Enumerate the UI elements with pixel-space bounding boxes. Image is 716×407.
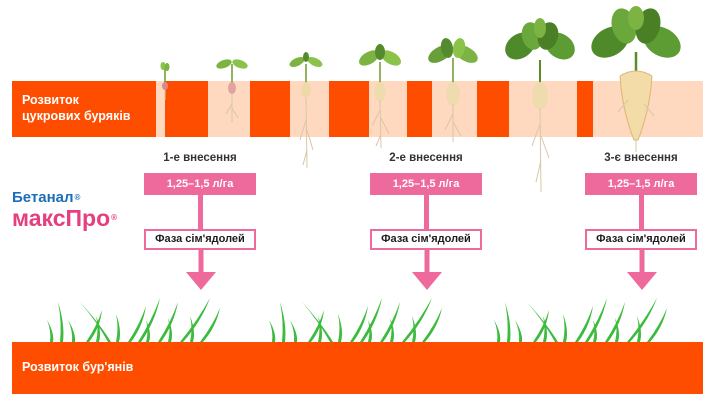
weed-blade <box>290 320 298 342</box>
registered-mark: ® <box>111 213 118 222</box>
product-brand: Бетанал® максПро® <box>12 189 118 231</box>
application-1-connector <box>198 195 203 229</box>
weed-blade <box>96 316 100 342</box>
weed-blade <box>527 302 558 342</box>
weed-blade <box>68 320 76 342</box>
weed-blade <box>505 302 511 342</box>
weed-blade <box>338 314 342 342</box>
application-1-dose: 1,25–1,5 л/га <box>144 173 256 195</box>
application-1-title: 1-е внесення <box>163 152 237 164</box>
weed-blade <box>368 320 372 342</box>
weed-blade <box>269 320 276 342</box>
weed-blade <box>390 318 394 342</box>
application-1-phase: Фаза сім'ядолей <box>144 229 256 250</box>
weed-seedlings-group <box>494 298 667 342</box>
brand-name-line1: Бетанал® <box>12 189 81 206</box>
weed-blade <box>543 316 547 342</box>
weed-blade <box>593 320 597 342</box>
application-3-phase: Фаза сім'ядолей <box>585 229 697 250</box>
application-2-phase: Фаза сім'ядолей <box>370 229 482 250</box>
weed-seedlings-group <box>47 298 220 342</box>
weed-blade <box>494 320 501 342</box>
weed-blade <box>280 302 286 342</box>
arrow-down-icon <box>627 250 657 290</box>
band-segment <box>290 81 329 137</box>
weed-blade <box>146 320 150 342</box>
beet-development-band: Розвиток цукрових буряків <box>12 81 703 137</box>
beet-band-label-line1: Розвиток <box>22 93 79 107</box>
weed-blade <box>116 314 120 342</box>
band-segment <box>369 81 407 137</box>
beet-band-label: Розвиток цукрових буряків <box>22 92 130 124</box>
application-2-dose: 1,25–1,5 л/га <box>370 173 482 195</box>
band-segment <box>156 81 165 137</box>
weed-blade <box>412 316 416 342</box>
weed-blade <box>158 302 178 342</box>
weed-blade <box>318 316 322 342</box>
weed-development-band: Розвиток бур'янів <box>12 342 703 394</box>
weed-seedlings <box>47 298 667 342</box>
application-2-connector <box>424 195 429 229</box>
application-3-connector <box>639 195 644 229</box>
weed-seedlings-group <box>269 298 442 342</box>
band-segment <box>593 81 703 137</box>
beet-band-label-line2: цукрових буряків <box>22 109 131 123</box>
band-segment <box>509 81 577 137</box>
brand-name-line2: максПро® <box>12 205 118 231</box>
application-3-title: 3-є внесення <box>604 152 678 164</box>
weed-blade <box>605 302 625 342</box>
weed-blade <box>80 302 111 342</box>
weed-blade <box>168 318 172 342</box>
weed-blade <box>380 302 400 342</box>
band-segment <box>208 81 250 137</box>
arrow-down-icon <box>412 250 442 290</box>
weed-blade <box>47 320 54 342</box>
weed-blade <box>190 316 194 342</box>
band-segment <box>432 81 477 137</box>
arrow-down-icon <box>186 250 216 290</box>
weed-blade <box>302 302 333 342</box>
application-2-title: 2-е внесення <box>389 152 463 164</box>
weed-band-label: Розвиток бур'янів <box>22 360 134 374</box>
weed-blade <box>615 318 619 342</box>
weed-blade <box>515 320 523 342</box>
weed-blade <box>637 316 641 342</box>
weed-blade <box>58 302 64 342</box>
weed-blade <box>563 314 567 342</box>
registered-mark: ® <box>74 193 81 202</box>
application-3-dose: 1,25–1,5 л/га <box>585 173 697 195</box>
